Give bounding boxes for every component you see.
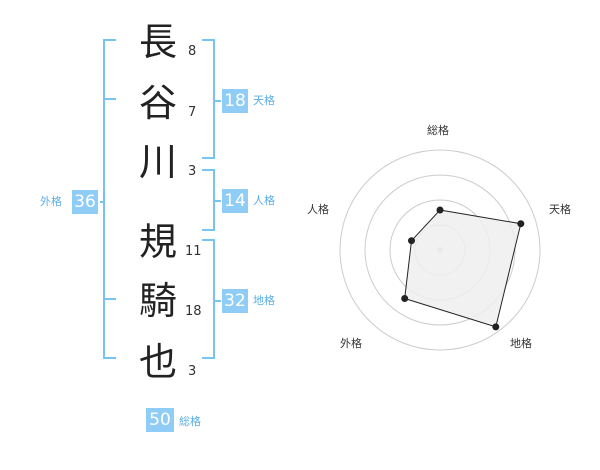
name-char-2: 谷: [138, 81, 177, 125]
name-char-4: 規: [138, 220, 177, 264]
chikaku-value: 32: [222, 289, 248, 313]
jinkaku-value: 14: [222, 189, 248, 213]
stroke-count-1: 8: [188, 44, 197, 59]
tenkaku-label: 天格: [253, 94, 275, 107]
stroke-count-4: 11: [185, 244, 202, 259]
soukaku-value: 50: [146, 408, 174, 432]
name-char-5: 騎: [138, 279, 177, 323]
tenkaku-value: 18: [222, 89, 248, 113]
name-char-3: 川: [138, 140, 177, 184]
radar-point-2: [517, 220, 525, 228]
jinkaku-label: 人格: [253, 194, 275, 207]
radar-point-1: [436, 206, 444, 214]
radar-point-4: [401, 295, 409, 302]
stroke-count-2: 7: [188, 105, 197, 120]
chikaku-label: 地格: [253, 294, 275, 307]
stroke-count-3: 3: [188, 164, 197, 179]
radar-point-5: [408, 237, 415, 245]
name-char-6: 也: [138, 340, 177, 384]
stroke-count-5: 18: [185, 304, 202, 319]
gaikaku-label: 外格: [40, 195, 62, 208]
tenkaku-bracket: [202, 39, 215, 159]
radar-axis-label-tenkaku: 天格: [549, 203, 571, 216]
radar-axis-label-jinkaku: 人格: [307, 203, 329, 216]
stroke-count-6: 3: [188, 364, 197, 379]
radar-axis-label-gaikaku: 外格: [340, 337, 362, 350]
radar-axis-label-chikaku: 地格: [510, 337, 532, 350]
name-char-1: 長: [138, 20, 177, 64]
radar-axis-label-soukaku: 総格: [427, 124, 449, 137]
soukaku-label: 総格: [179, 415, 201, 428]
gaikaku-bracket: [103, 39, 116, 359]
chikaku-bracket: [202, 239, 215, 359]
gaikaku-value: 36: [72, 190, 98, 214]
radar-point-3: [492, 323, 500, 331]
radar-series-polygon: [404, 209, 522, 328]
